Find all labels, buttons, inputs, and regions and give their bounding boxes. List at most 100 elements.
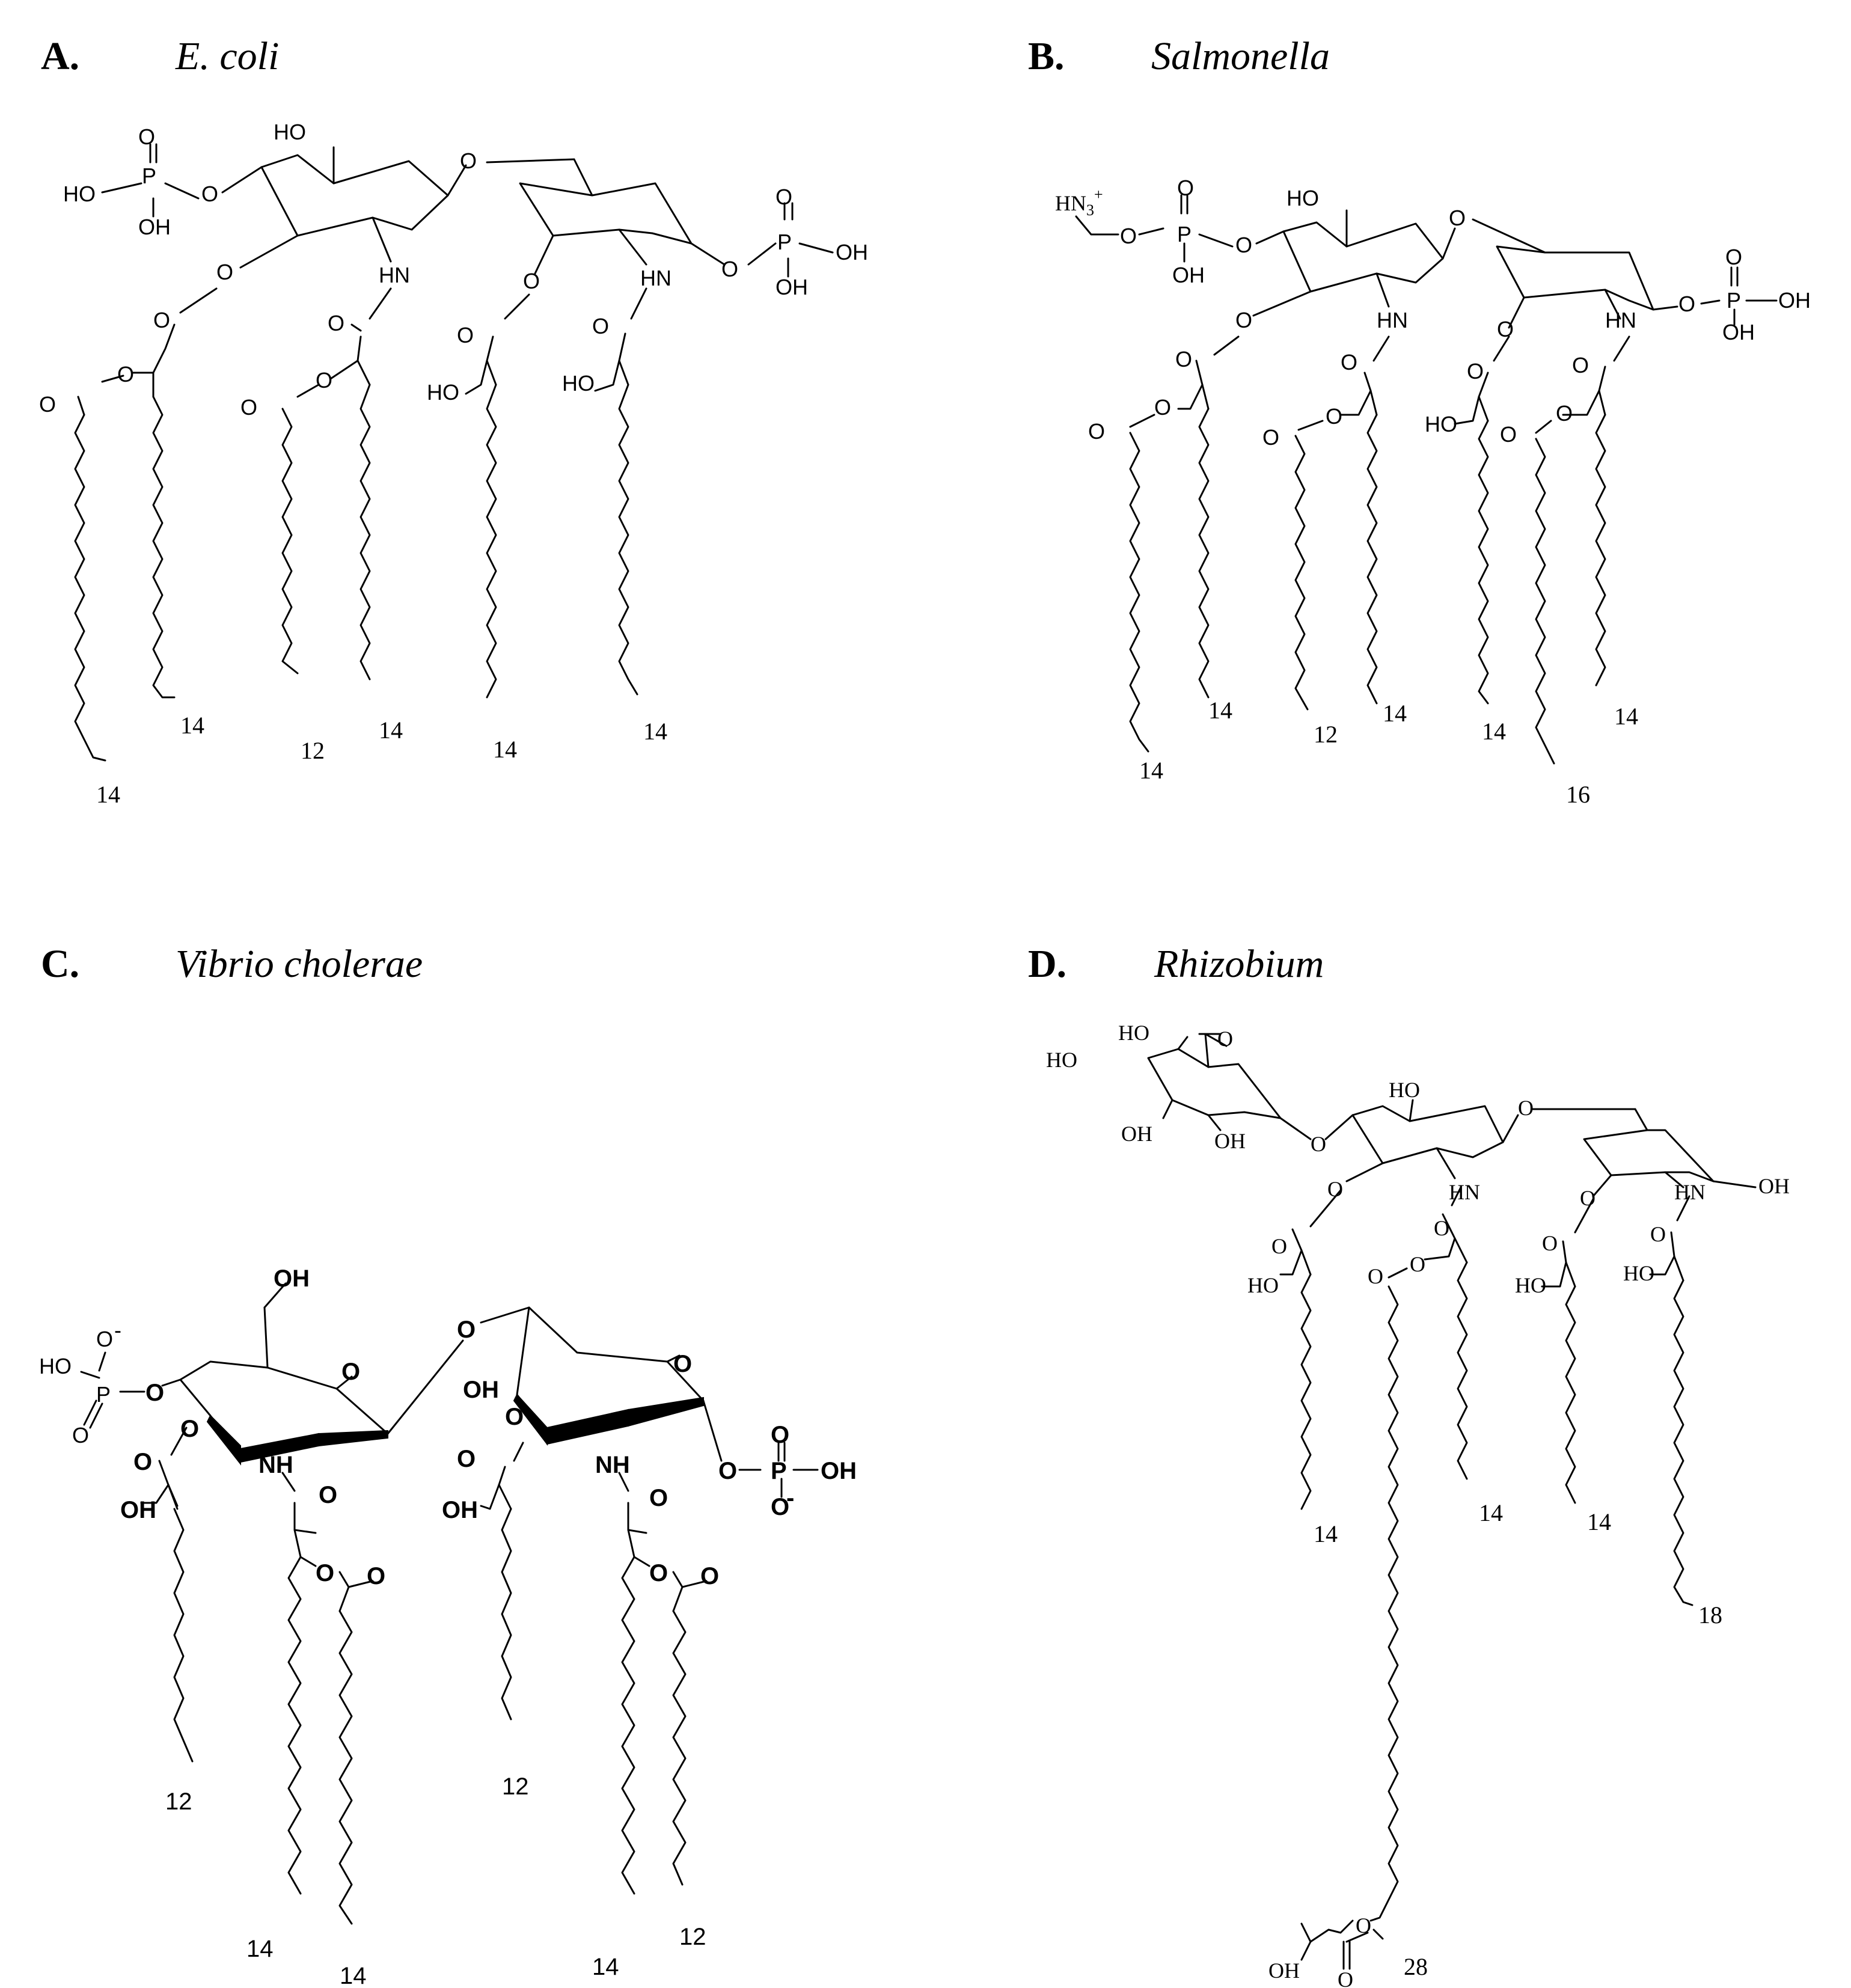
- atom-label: O: [1326, 404, 1342, 429]
- atom-label: O: [1235, 308, 1252, 332]
- atom-label: HO: [1389, 1078, 1420, 1102]
- atom-label: HO: [1046, 1048, 1077, 1072]
- atom-label: O: [457, 323, 474, 347]
- atom-label: O: [1217, 1027, 1233, 1051]
- atom-label: HN: [640, 266, 672, 290]
- atom-label: HN: [1605, 308, 1636, 332]
- atom-label: O: [1518, 1096, 1534, 1120]
- atom-label: O: [1650, 1222, 1666, 1246]
- atom-label: O: [1497, 317, 1514, 341]
- chain-length-label: 14: [493, 736, 517, 763]
- panel-a-chain-lengths: 14 14 12 14 14 14: [96, 712, 667, 808]
- chain-length-label: 14: [340, 1963, 367, 1988]
- atom-label: HO: [1515, 1273, 1546, 1297]
- panel-d: D. Rhizobium: [1028, 942, 1790, 1988]
- atom-label: HO: [1287, 186, 1319, 210]
- chain-length-label: 16: [1566, 781, 1590, 808]
- chain-length-label: 18: [1698, 1601, 1722, 1629]
- atom-label: O: [1500, 422, 1517, 447]
- atom-label: O: [1467, 359, 1484, 384]
- atom-label: O: [718, 1458, 737, 1484]
- panel-b: B. Salmonella: [1028, 34, 1811, 808]
- atom-label: HN: [379, 263, 410, 287]
- atom-label: O: [240, 395, 257, 420]
- panel-d-letter: D.: [1028, 942, 1066, 986]
- atom-label: O: [1175, 347, 1192, 372]
- atom-label: OH: [776, 275, 808, 299]
- atom-label: HO: [1623, 1261, 1654, 1285]
- chain-length-label: 12: [165, 1788, 192, 1815]
- chain-length-label: 14: [1139, 757, 1163, 784]
- panel-c-atoms: OH O - HO P O O O O O OH O O NH NH O OH …: [39, 1265, 857, 1589]
- atom-label: O: [180, 1416, 199, 1442]
- atom-label: O: [505, 1404, 524, 1430]
- atom-label: O: [1356, 1913, 1371, 1938]
- atom-label: O: [673, 1351, 692, 1377]
- atom-label: O: [1154, 395, 1171, 420]
- atom-label: HO: [562, 371, 595, 396]
- panel-a-structure: [74, 143, 834, 762]
- atom-label: O: [1678, 292, 1695, 316]
- atom-label: O: [1572, 353, 1589, 378]
- atom-label: OH: [274, 1265, 310, 1292]
- chain-length-label: 14: [1314, 1520, 1338, 1547]
- atom-label: O: [1271, 1234, 1287, 1258]
- atom-label: HN: [1377, 308, 1408, 332]
- atom-label: O: [39, 392, 56, 417]
- atom-label: OH: [1758, 1174, 1790, 1198]
- atom-label: OH: [1268, 1959, 1300, 1983]
- atom-label: HN: [1449, 1180, 1480, 1204]
- atom-label: O: [1235, 233, 1252, 257]
- superscript: +: [1094, 186, 1103, 203]
- atom-label: O: [1542, 1231, 1558, 1255]
- panel-b-atoms: HN3+ O O P OH O HO O O HN O HN O O P OH …: [1055, 176, 1811, 450]
- chain-length-label: 12: [301, 737, 325, 764]
- chain-length-label: 14: [1614, 703, 1638, 730]
- atom-label: NH: [259, 1452, 293, 1478]
- atom-label: -: [114, 1318, 121, 1342]
- atom-label: O: [328, 311, 344, 335]
- atom-label: O: [1449, 206, 1466, 230]
- atom-label: O: [145, 1380, 164, 1406]
- atom-label: O: [1434, 1216, 1449, 1240]
- atom-label: O: [1725, 245, 1742, 269]
- panel-b-organism: Salmonella: [1151, 34, 1330, 78]
- atom-label: O: [1580, 1186, 1596, 1210]
- panel-c-chain-lengths: 12 14 14 12 14 12: [165, 1773, 706, 1988]
- atom-label: OH: [1214, 1129, 1246, 1153]
- panel-c-organism: Vibrio cholerae: [176, 942, 423, 986]
- atom-label: O: [1341, 350, 1357, 375]
- atom-label: HO: [1247, 1273, 1279, 1297]
- chain-length-label: 14: [1383, 700, 1407, 727]
- atom-label: O: [1338, 1968, 1353, 1988]
- atom-label: O: [457, 1317, 476, 1343]
- atom-label: O: [776, 185, 792, 209]
- atom-label: HO: [39, 1354, 72, 1378]
- atom-label: P: [771, 1458, 787, 1484]
- chain-length-label: 14: [96, 781, 120, 808]
- atom-label: HO: [1425, 412, 1457, 436]
- atom-label: O: [1410, 1252, 1425, 1276]
- atom-label: HO: [274, 120, 306, 144]
- chain-length-label: 12: [679, 1924, 706, 1950]
- panel-b-chain-lengths: 14 14 12 14 14 16 14: [1139, 697, 1638, 808]
- chain-length-label: 14: [1482, 718, 1506, 745]
- chain-length-label: 14: [180, 712, 204, 739]
- atom-label: O: [319, 1482, 337, 1508]
- chain-length-label: 14: [1479, 1499, 1503, 1526]
- atom-label: OH: [1172, 263, 1205, 287]
- panel-a-letter: A.: [41, 34, 79, 78]
- atom-label: O: [1120, 224, 1137, 248]
- atom-label: O: [117, 362, 134, 387]
- atom-label: OH: [1722, 320, 1755, 344]
- atom-label: OH: [821, 1458, 857, 1484]
- atom-label: O: [523, 269, 540, 293]
- atom-label: O: [649, 1485, 668, 1511]
- atom-label: O: [649, 1560, 668, 1586]
- atom-label: O: [771, 1494, 789, 1520]
- atom-label: O: [153, 308, 170, 332]
- atom-label: OH: [1778, 288, 1811, 313]
- panel-d-chain-lengths: 14 14 14 18 28: [1314, 1499, 1722, 1980]
- atom-label: O: [216, 260, 233, 284]
- atom-label: -: [786, 1485, 794, 1511]
